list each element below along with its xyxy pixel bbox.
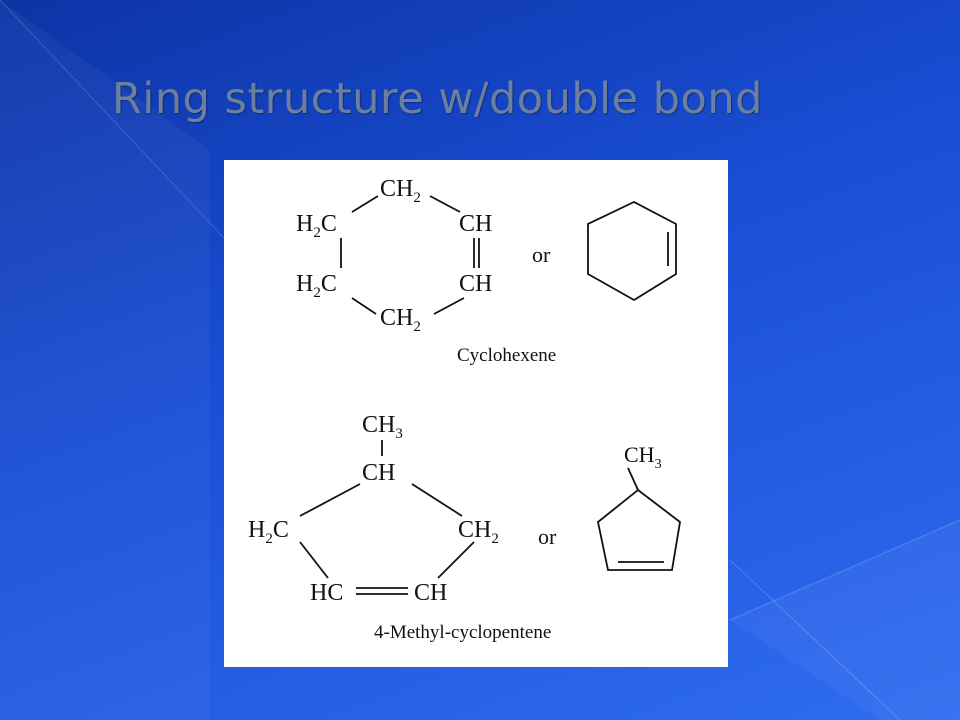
methylcyclopentene-condensed: CH3 CH H2C CH2 HC CH: [248, 412, 499, 606]
cyclopentene-top-group: CH: [362, 460, 395, 486]
cyclohexene-condensed: CH2 H2C CH H2C CH CH2: [296, 176, 492, 335]
bond-top-left: [351, 195, 379, 213]
bond-top-right: [429, 195, 461, 213]
cyclohexene-name: Cyclohexene: [457, 345, 556, 366]
cyclohexene-lower-left-group: H2C: [296, 271, 337, 301]
bond-bottom-right: [433, 297, 465, 315]
bond-top-to-left: [299, 483, 361, 517]
cyclopentene-right-group: CH2: [458, 517, 499, 547]
cyclohexene-hexagon: [587, 200, 677, 302]
methyl-group: CH3: [362, 412, 403, 442]
cyclohexene-skeletal: [587, 200, 677, 302]
bond-top-to-right: [411, 483, 463, 517]
bond-bottom-left: [351, 297, 377, 315]
bond-right-to-bottom: [437, 541, 475, 579]
slide-title: Ring structure w/double bond: [112, 74, 763, 124]
cyclohexene-or-label: or: [532, 242, 551, 267]
methylcyclopentene-name: 4-Methyl-cyclopentene: [374, 622, 551, 643]
chemistry-figure: CH2 H2C CH H2C CH CH2 or Cyclohexene CH3…: [224, 160, 728, 667]
methylcyclopentene-or-label: or: [538, 524, 557, 549]
structure-diagrams: CH2 H2C CH H2C CH CH2 or Cyclohexene CH3…: [248, 176, 681, 643]
cyclohexene-upper-left-group: H2C: [296, 211, 337, 241]
cyclohexene-upper-right-group: CH: [459, 211, 492, 237]
skeletal-methyl-bond: [627, 467, 639, 491]
cyclohexene-bottom-group: CH2: [380, 305, 421, 335]
cyclohexene-lower-right-group: CH: [459, 271, 492, 297]
methylcyclopentene-skeletal: CH3: [597, 442, 681, 571]
bond-left-to-bottom: [299, 541, 329, 579]
cyclopentene-pentagon: [597, 488, 681, 571]
cyclohexene-top-group: CH2: [380, 176, 421, 206]
cyclopentene-bottom-left-group: HC: [310, 580, 343, 606]
cyclopentene-bottom-right-group: CH: [414, 580, 447, 606]
skeletal-methyl-label: CH3: [624, 442, 662, 472]
cyclopentene-left-group: H2C: [248, 517, 289, 547]
